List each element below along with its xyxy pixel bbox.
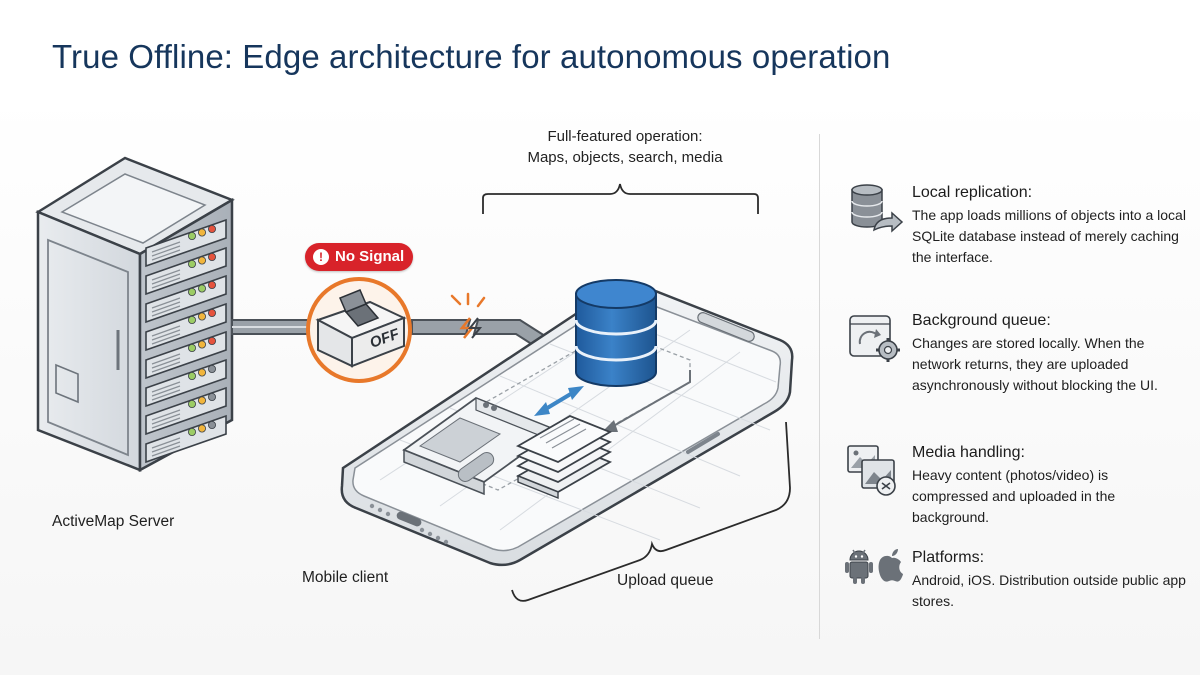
rack-vent-line (151, 437, 181, 449)
status-led (187, 287, 196, 296)
top-caption: Full-featured operation: Maps, objects, … (480, 126, 770, 168)
media-images-icon (847, 445, 896, 496)
status-led (207, 280, 216, 289)
android-apple-icon (845, 549, 903, 584)
status-led (197, 368, 206, 377)
top-bracket (482, 183, 759, 214)
server-label: ActiveMap Server (52, 513, 175, 530)
status-led (187, 371, 196, 380)
rack-vent-line (151, 413, 181, 425)
rack-vent-line (151, 441, 181, 453)
status-led (197, 312, 206, 321)
rack-vent-line (151, 325, 181, 337)
status-led (207, 364, 216, 373)
rack-vent-line (151, 381, 181, 393)
status-led (187, 315, 196, 324)
upload-queue-label: Upload queue (617, 572, 714, 589)
status-led (207, 252, 216, 261)
upload-queue-bracket (511, 421, 791, 602)
server-rack-icon (35, 156, 235, 473)
divider (819, 134, 820, 639)
database-replication-icon (851, 184, 904, 233)
rack-vent-line (151, 353, 181, 365)
status-led (197, 424, 206, 433)
top-caption-line-2: Maps, objects, search, media (527, 149, 723, 166)
rack-vent-line (151, 361, 181, 373)
rack-vent-line (151, 305, 181, 317)
rack-vent-line (151, 389, 181, 401)
status-led (207, 224, 216, 233)
no-signal-badge: ! No Signal (305, 243, 413, 271)
feature-title: Local replication: (912, 184, 1033, 201)
rack-vent-line (151, 301, 181, 313)
rack-vent-line (151, 357, 181, 369)
sync-double-arrow-icon (534, 386, 584, 416)
feature-title: Platforms: (912, 549, 985, 566)
status-led (207, 336, 216, 345)
upload-queue-stack-icon (515, 415, 613, 500)
feature-text: Changes are stored locally. When the net… (912, 335, 1158, 393)
rack-vent-line (151, 445, 181, 457)
status-led (197, 228, 206, 237)
status-led (197, 340, 206, 349)
mobile-phone-illustration (340, 279, 794, 567)
status-led (197, 284, 206, 293)
feature-text: Android, iOS. Distribution outside publi… (912, 572, 1186, 609)
status-led (187, 427, 196, 436)
rack-vent-line (151, 245, 181, 257)
status-led (187, 259, 196, 268)
feature-text: The app loads millions of objects into a… (912, 207, 1186, 265)
rack-vent-line (151, 273, 181, 285)
no-signal-text: No Signal (335, 248, 405, 265)
status-led (207, 392, 216, 401)
rack-vent-line (151, 417, 181, 429)
rack-vent-line (151, 297, 181, 309)
feature-title: Media handling: (912, 444, 1025, 461)
mobile-client-label: Mobile client (302, 569, 389, 586)
status-led (207, 308, 216, 317)
rack-vent-line (151, 333, 181, 345)
status-led (187, 343, 196, 352)
status-led (197, 396, 206, 405)
server-rack-units (145, 218, 227, 464)
rack-vent-line (151, 277, 181, 289)
feature-text: Heavy content (photos/video) is compress… (912, 467, 1116, 525)
rack-vent-line (151, 241, 181, 253)
status-led (197, 256, 206, 265)
status-led (187, 231, 196, 240)
status-led (207, 420, 216, 429)
local-database-icon (574, 279, 658, 387)
top-caption-line-1: Full-featured operation: (547, 128, 703, 145)
rack-vent-line (151, 385, 181, 397)
rack-vent-line (151, 329, 181, 341)
status-led (187, 399, 196, 408)
alert-icon: ! (313, 249, 329, 265)
background-sync-gear-icon (849, 315, 900, 362)
rack-vent-line (151, 249, 181, 261)
network-off-switch-icon: OFF (306, 277, 412, 383)
feature-title: Background queue: (912, 312, 1051, 329)
page-title: True Offline: Edge architecture for auto… (52, 38, 891, 75)
rack-vent-line (151, 269, 181, 281)
rack-vent-line (151, 409, 181, 421)
